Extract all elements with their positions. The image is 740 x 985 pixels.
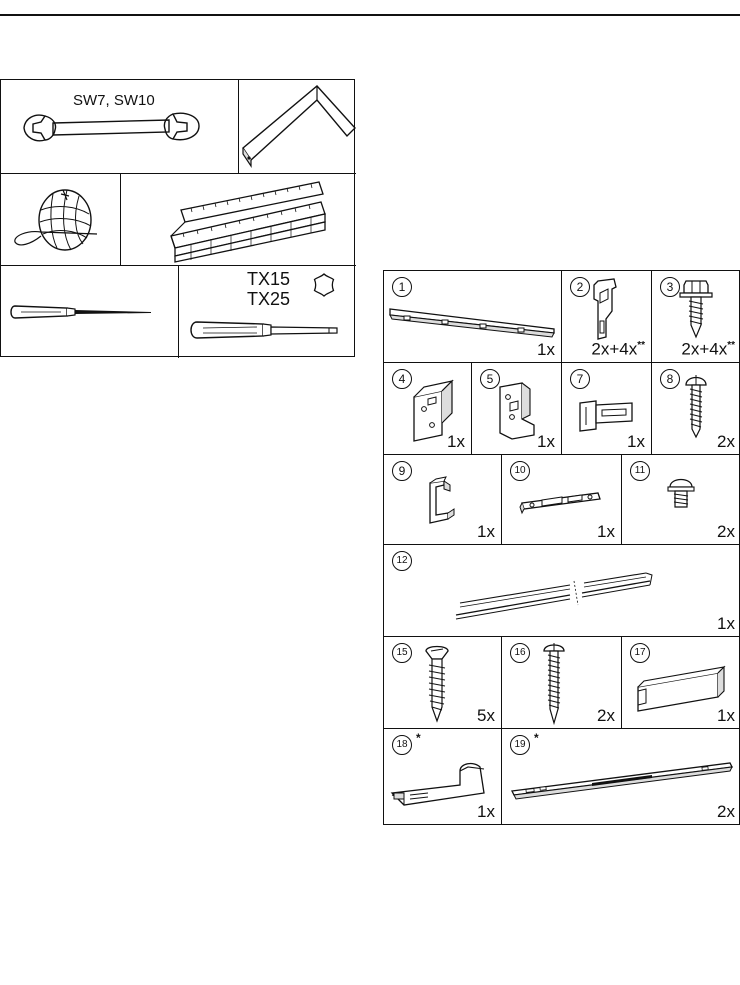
mounting-plate-icon — [499, 382, 535, 440]
rail-icon — [389, 308, 555, 338]
part-cell-1: 1 1x — [384, 271, 562, 363]
part-number: 2 — [570, 277, 590, 297]
pan-screw-icon — [685, 375, 707, 439]
part-cell-5: 5 1x — [472, 363, 562, 455]
hex-bolt-icon — [679, 280, 713, 339]
part-qty: 1x — [717, 706, 735, 725]
part-number: 18 — [392, 735, 412, 755]
footnote-star: * — [416, 731, 421, 745]
part-number: 10 — [510, 461, 530, 481]
part-qty: 5x — [477, 706, 495, 725]
part-qty: 2x+4x — [591, 340, 638, 359]
parts-panel: 1 1x 2 2x+4x** 3 2x+4x** — [383, 270, 740, 825]
end-cap-channel-icon — [637, 665, 726, 712]
u-clip-icon — [429, 476, 455, 524]
tool-cell-wrench: SW7, SW10 — [1, 80, 239, 174]
carpenter-square-icon — [242, 85, 356, 168]
short-screw-icon — [667, 478, 695, 508]
part-cell-11: 11 2x — [622, 455, 740, 545]
part-number: 1 — [392, 277, 412, 297]
tool-cell-square — [239, 80, 356, 174]
stopper-handle-icon — [390, 762, 485, 806]
part-qty: 1x — [597, 522, 615, 541]
part-number: 15 — [392, 643, 412, 663]
part-cell-18: 18 * 1x — [384, 729, 502, 824]
part-cell-7: 7 1x — [562, 363, 652, 455]
wrench-label: SW7, SW10 — [73, 92, 155, 109]
part-qty: 1x — [477, 522, 495, 541]
slide-plate-icon — [519, 492, 601, 515]
clip-bracket-icon — [593, 278, 617, 340]
wood-screw-icon — [543, 643, 565, 726]
part-cell-16: 16 2x — [502, 637, 622, 729]
part-number: 8 — [660, 369, 680, 389]
footnote-star: * — [534, 731, 539, 745]
tool-cell-screwdriver-slot — [1, 266, 179, 358]
qty-footnote-mark: ** — [727, 340, 735, 352]
part-cell-8: 8 2x — [652, 363, 740, 455]
countersunk-screw-icon — [425, 645, 449, 723]
header-rule — [0, 14, 740, 16]
qty-footnote-mark: ** — [637, 340, 645, 352]
sliding-clip-icon — [579, 400, 633, 432]
part-qty: 2x — [717, 432, 735, 451]
part-cell-12: 12 1x — [384, 545, 740, 637]
part-number: 4 — [392, 369, 412, 389]
part-number: 17 — [630, 643, 650, 663]
part-cell-4: 4 1x — [384, 363, 472, 455]
part-qty: 1x — [537, 432, 555, 451]
part-number: 19 — [510, 735, 530, 755]
tool-cell-string — [1, 174, 121, 266]
wrench-icon — [23, 112, 200, 142]
part-cell-3: 3 2x+4x** — [652, 271, 740, 363]
part-number: 16 — [510, 643, 530, 663]
tools-panel: SW7, SW10 — [0, 79, 356, 358]
part-qty: 1x — [717, 614, 735, 633]
part-number: 9 — [392, 461, 412, 481]
part-qty: 1x — [477, 802, 495, 821]
slide-runner-icon — [511, 762, 733, 800]
part-cell-17: 17 1x — [622, 637, 740, 729]
folding-ruler-icon — [170, 181, 326, 263]
flat-screwdriver-icon — [10, 305, 151, 319]
tool-cell-ruler — [121, 174, 356, 266]
long-rail-icon — [455, 572, 653, 620]
tool-cell-torx: TX15 TX25 — [179, 266, 356, 358]
part-cell-15: 15 5x — [384, 637, 502, 729]
angle-bracket-icon — [413, 379, 454, 442]
part-cell-19: 19 * 2x — [502, 729, 740, 824]
part-number: 12 — [392, 551, 412, 571]
part-number: 5 — [480, 369, 500, 389]
part-cell-9: 9 1x — [384, 455, 502, 545]
part-qty: 1x — [537, 340, 555, 359]
torx-size-tx15: TX15 — [247, 269, 291, 289]
part-number: 11 — [630, 461, 650, 481]
string-ball-icon — [14, 189, 98, 251]
part-cell-2: 2 2x+4x** — [562, 271, 652, 363]
torx-screwdriver-icon — [190, 321, 338, 339]
torx-star-icon — [313, 273, 335, 297]
part-qty: 2x — [717, 522, 735, 541]
part-qty: 1x — [627, 432, 645, 451]
part-qty: 2x — [597, 706, 615, 725]
torx-size-tx25: TX25 — [247, 289, 291, 309]
part-number: 7 — [570, 369, 590, 389]
part-qty: 1x — [447, 432, 465, 451]
part-cell-10: 10 1x — [502, 455, 622, 545]
part-qty: 2x — [717, 802, 735, 821]
part-qty: 2x+4x — [681, 340, 728, 359]
part-number: 3 — [660, 277, 680, 297]
